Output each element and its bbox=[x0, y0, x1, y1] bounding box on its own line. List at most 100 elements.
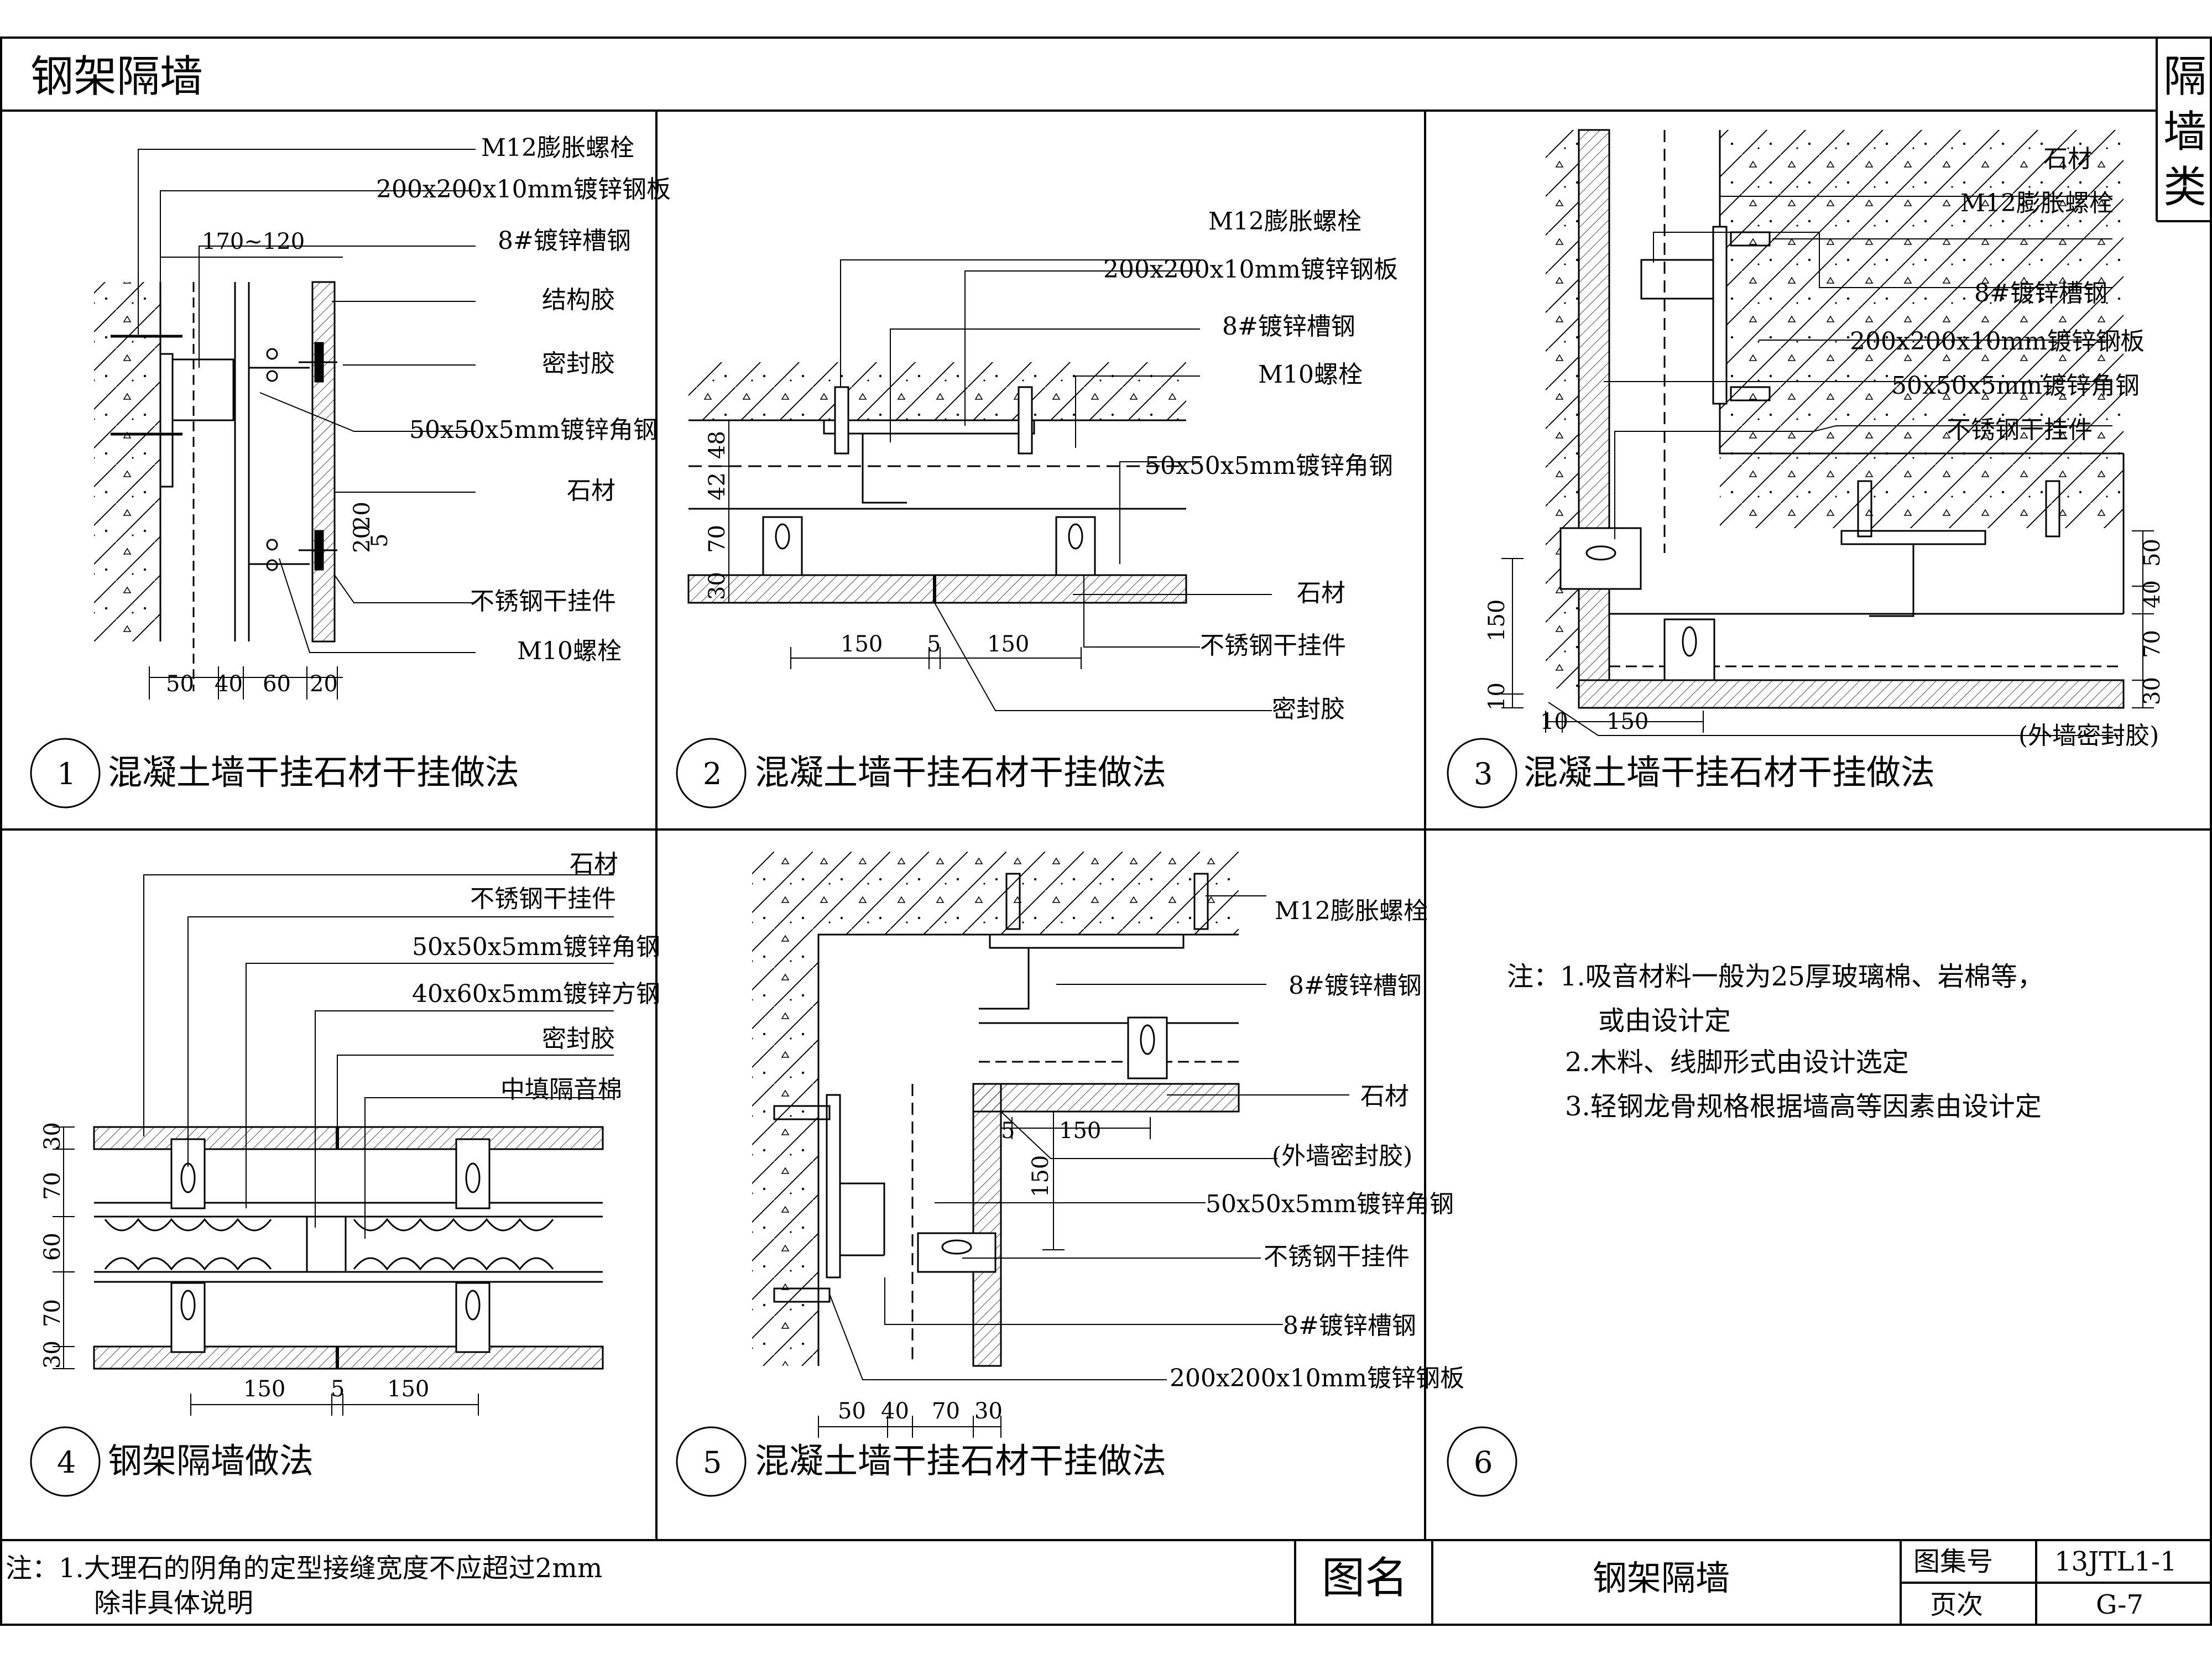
detail-3-dim-b2: 150 bbox=[1606, 709, 1648, 734]
detail-4: 30 70 60 70 30 150 5 150 石材 不锈钢干挂件 50x50… bbox=[30, 850, 660, 1497]
detail-4-dim-l4: 70 bbox=[40, 1299, 65, 1327]
detail-5-number: 5 bbox=[703, 1445, 722, 1480]
detail-4-label: 中填隔音棉 bbox=[500, 1076, 622, 1104]
detail-4-dim-b2: 5 bbox=[331, 1376, 345, 1402]
detail-3-label: M12膨胀螺栓 bbox=[1960, 189, 2114, 217]
detail-2: 48 42 70 30 150 5 150 M12膨胀螺栓 200x200x10… bbox=[676, 207, 1398, 808]
detail-1: 170~120 50 40 60 20 20 20 5 M12膨胀螺栓 200x… bbox=[30, 134, 671, 808]
detail-4-dims bbox=[53, 1126, 479, 1416]
detail-3-dim-l1: 150 bbox=[1484, 599, 1510, 641]
detail-4-dim-l5: 30 bbox=[40, 1340, 65, 1369]
detail-2-number-circle bbox=[676, 738, 747, 808]
detail-6: 注：1.吸音材料一般为25厚玻璃棉、岩棉等， 或由设计定 2.木料、线脚形式由设… bbox=[1447, 961, 2044, 1497]
detail-1-dims bbox=[149, 257, 343, 700]
category-char-3: 类 bbox=[2163, 163, 2206, 212]
drawing-name-label: 图名 bbox=[1322, 1553, 1408, 1603]
detail-1-dim-s3: 5 bbox=[367, 534, 393, 547]
detail-5-dim-i3: 150 bbox=[1028, 1155, 1053, 1197]
notes-line-4: 3.轻钢龙骨规格根据墙高等因素由设计定 bbox=[1565, 1091, 2042, 1122]
notes-line-2: 或由设计定 bbox=[1598, 1005, 1731, 1036]
page-no: G-7 bbox=[2096, 1589, 2143, 1620]
bottom-note-line-2: 除非具体说明 bbox=[94, 1588, 253, 1619]
detail-4-dim-l2: 70 bbox=[40, 1172, 65, 1200]
detail-1-dim-b2: 40 bbox=[215, 671, 243, 697]
detail-3-dim-r1: 50 bbox=[2140, 539, 2165, 567]
detail-1-label: 密封胶 bbox=[542, 349, 615, 378]
detail-4-label: 40x60x5mm镀锌方钢 bbox=[412, 980, 660, 1008]
detail-4-drawing bbox=[93, 1126, 604, 1370]
detail-3-dims bbox=[1501, 530, 2154, 733]
atlas-no: 13JTL1-1 bbox=[2054, 1546, 2177, 1577]
bottom-note-line-1: 注：1.大理石的阴角的定型接缝宽度不应超过2mm bbox=[6, 1553, 602, 1584]
detail-1-dim-s1: 20 bbox=[349, 525, 375, 553]
category-tab: 隔 墙 类 bbox=[2163, 52, 2206, 212]
detail-3-label: 200x200x10mm镀锌钢板 bbox=[1850, 327, 2145, 356]
detail-3-label: 不锈钢干挂件 bbox=[1947, 416, 2093, 444]
detail-6-number: 6 bbox=[1474, 1445, 1493, 1480]
notes-line-3: 2.木料、线脚形式由设计选定 bbox=[1565, 1047, 1909, 1078]
category-char-2: 墙 bbox=[2163, 107, 2206, 157]
detail-5-dim-b1: 50 bbox=[838, 1399, 866, 1424]
detail-4-dim-l3: 60 bbox=[40, 1233, 65, 1261]
detail-3-dim-l2: 10 bbox=[1484, 682, 1510, 711]
detail-5-label: 50x50x5mm镀锌角钢 bbox=[1206, 1190, 1454, 1218]
detail-5-label: 不锈钢干挂件 bbox=[1264, 1243, 1410, 1271]
detail-5-label: M12膨胀螺栓 bbox=[1275, 897, 1428, 925]
detail-3-dim-b1: 10 bbox=[1540, 709, 1568, 734]
detail-5-leaders bbox=[829, 895, 1349, 1380]
detail-2-dim-l1: 48 bbox=[705, 431, 730, 459]
detail-6-number-circle bbox=[1447, 1426, 1517, 1497]
detail-3-label: 石材 bbox=[2043, 145, 2092, 173]
detail-1-number-circle bbox=[30, 738, 101, 808]
detail-1-label: M12膨胀螺栓 bbox=[481, 134, 634, 162]
detail-5-dim-i1: 5 bbox=[1001, 1118, 1015, 1144]
detail-5-dim-b2: 40 bbox=[881, 1399, 909, 1424]
detail-4-label: 不锈钢干挂件 bbox=[470, 885, 616, 913]
detail-4-dim-l1: 30 bbox=[40, 1122, 65, 1150]
detail-2-dim-b1: 150 bbox=[841, 632, 883, 657]
detail-1-number: 1 bbox=[57, 757, 76, 791]
detail-3-label: 8#镀锌槽钢 bbox=[1974, 279, 2107, 307]
detail-1-leaders bbox=[138, 149, 476, 653]
detail-1-label: 200x200x10mm镀锌钢板 bbox=[376, 175, 671, 204]
detail-4-number-circle bbox=[30, 1426, 101, 1497]
detail-1-dim-s2: 20 bbox=[349, 502, 375, 530]
detail-1-label: 不锈钢干挂件 bbox=[470, 587, 616, 615]
detail-3-dim-r4: 30 bbox=[2140, 677, 2165, 705]
detail-4-leaders bbox=[143, 874, 614, 1239]
detail-2-dim-l3: 70 bbox=[705, 525, 730, 553]
detail-1-dim-b4: 20 bbox=[310, 671, 338, 697]
detail-1-label: 结构胶 bbox=[542, 286, 615, 314]
detail-3-dim-r2: 40 bbox=[2140, 580, 2165, 608]
detail-1-dim-b1: 50 bbox=[166, 671, 194, 697]
detail-2-label: 石材 bbox=[1297, 579, 1345, 607]
detail-5-dim-b4: 30 bbox=[974, 1399, 1003, 1424]
detail-3: 50 40 70 30 150 10 10 150 石材 M12膨胀螺栓 8#镀… bbox=[1447, 129, 2165, 808]
detail-3-label: (外墙密封胶) bbox=[2018, 722, 2159, 750]
detail-4-dim-b3: 150 bbox=[387, 1376, 429, 1402]
detail-3-number: 3 bbox=[1474, 757, 1493, 791]
detail-2-leaders bbox=[840, 259, 1272, 711]
detail-1-dim-top: 170~120 bbox=[202, 229, 305, 254]
detail-5-title: 混凝土墙干挂石材干挂做法 bbox=[755, 1441, 1166, 1481]
detail-1-label: M10螺栓 bbox=[517, 637, 622, 665]
detail-2-title: 混凝土墙干挂石材干挂做法 bbox=[755, 752, 1166, 792]
detail-3-dim-r3: 70 bbox=[2140, 630, 2165, 658]
detail-2-label: 密封胶 bbox=[1272, 695, 1345, 723]
detail-5: 5 150 150 50 40 70 30 M12膨胀螺栓 8#镀锌槽钢 石材 … bbox=[676, 852, 1464, 1497]
atlas-no-label: 图集号 bbox=[1913, 1546, 1993, 1577]
detail-4-title: 钢架隔墙做法 bbox=[108, 1441, 314, 1481]
detail-1-label: 石材 bbox=[567, 477, 615, 505]
drawing-name: 钢架隔墙 bbox=[1593, 1558, 1730, 1598]
detail-5-label: 8#镀锌槽钢 bbox=[1288, 972, 1422, 1000]
sheet-title: 钢架隔墙 bbox=[30, 52, 203, 102]
page-label: 页次 bbox=[1930, 1589, 1983, 1620]
frame bbox=[0, 36, 2212, 1626]
detail-2-dim-l4: 30 bbox=[705, 572, 730, 600]
category-char-1: 隔 bbox=[2163, 52, 2206, 102]
detail-2-label: 不锈钢干挂件 bbox=[1200, 632, 1346, 660]
detail-2-dim-b3: 150 bbox=[987, 632, 1029, 657]
detail-1-label: 8#镀锌槽钢 bbox=[498, 227, 631, 255]
detail-1-dim-b3: 60 bbox=[263, 671, 291, 697]
